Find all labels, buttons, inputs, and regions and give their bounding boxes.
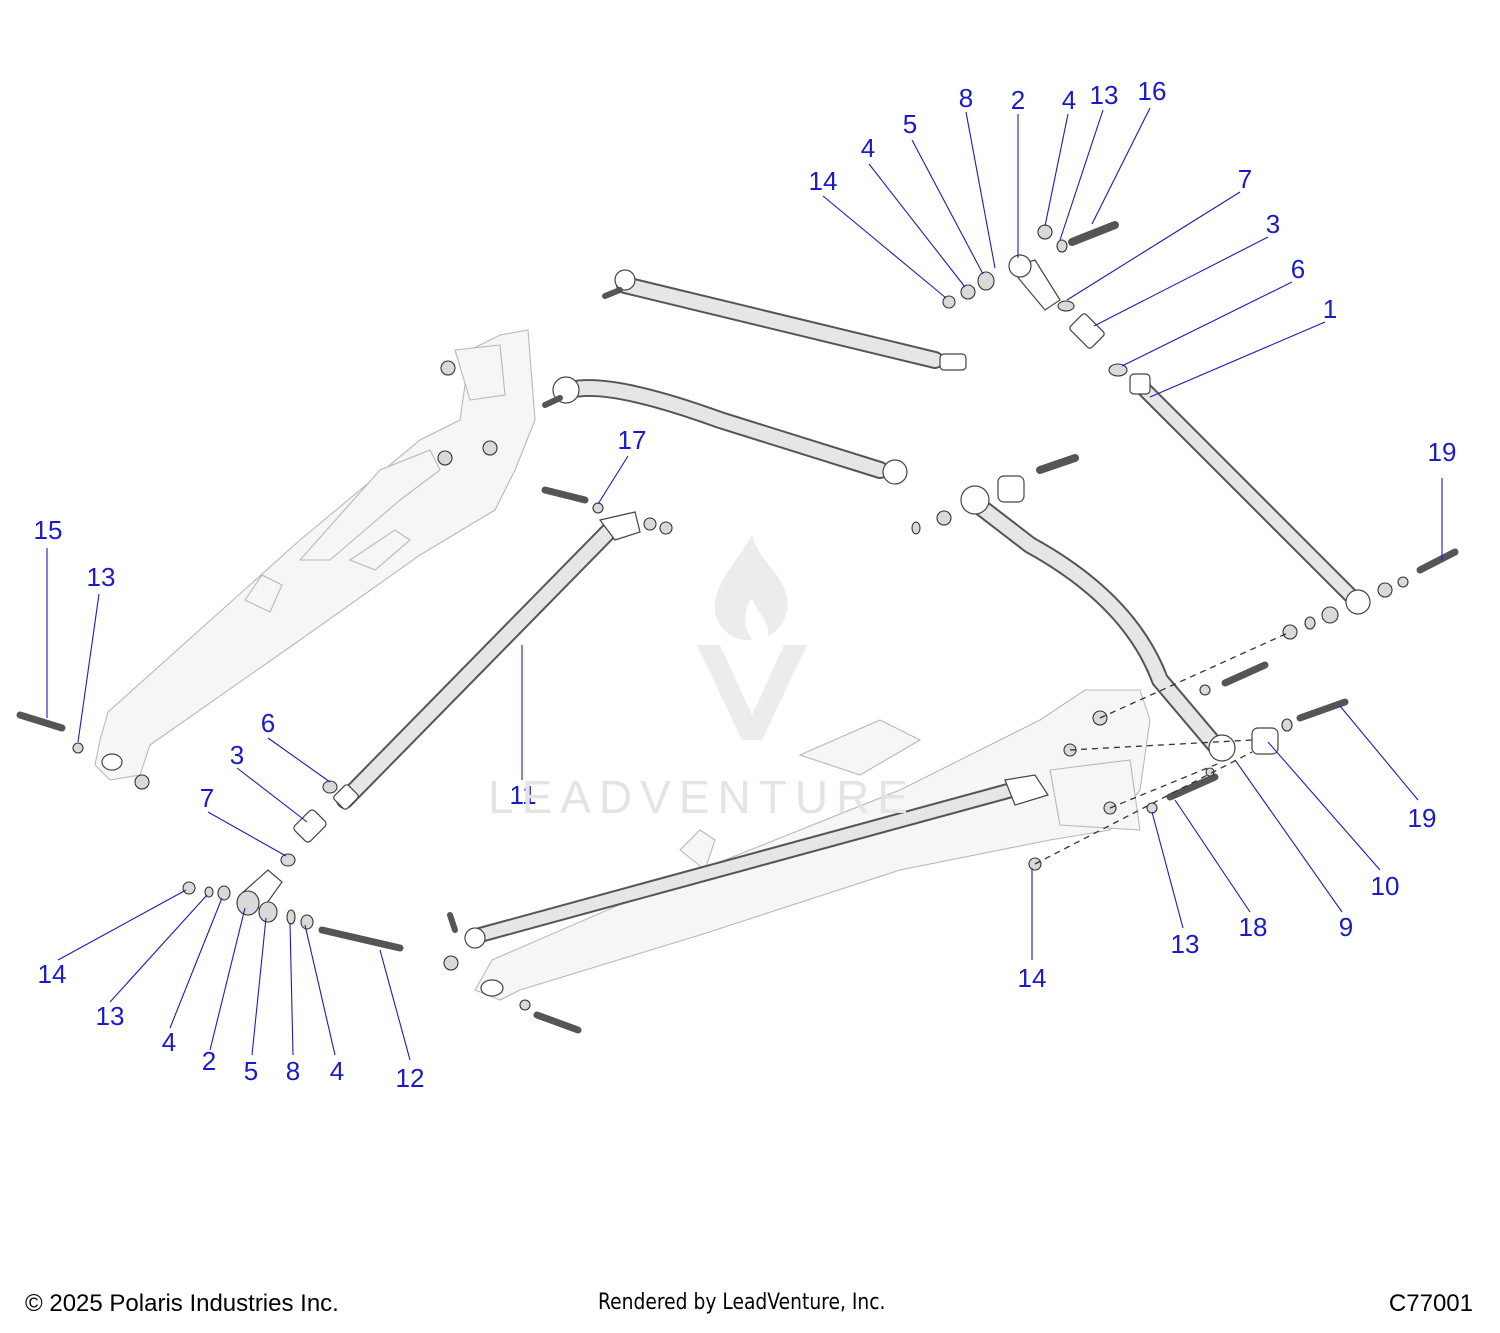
callout-14-top: 14: [809, 166, 838, 196]
callout-14-lower-right: 14: [1018, 963, 1047, 993]
callout-8-bottom: 8: [286, 1056, 300, 1086]
callout-4-bottom-left: 4: [162, 1027, 176, 1057]
callout-16: 16: [1138, 76, 1167, 106]
assembly-dashed-lines: [1034, 631, 1291, 865]
callout-6-top: 6: [1291, 254, 1305, 284]
left-hardware: [16, 360, 673, 1034]
callout-1: 1: [1323, 294, 1337, 324]
copyright-text: © 2025 Polaris Industries Inc.: [25, 1290, 339, 1317]
right-long-rod: [464, 774, 1049, 949]
callout-15: 15: [34, 515, 63, 545]
callout-7-left: 7: [200, 783, 214, 813]
callout-3-left: 3: [230, 740, 244, 770]
watermark-text: LEADVENTURE: [488, 771, 916, 823]
callouts: 8 2 4 13 16 5 4 14 7 3 6 1 17 19 15 13 6…: [34, 76, 1457, 1093]
leader-lines: [46, 107, 1443, 1061]
callout-13-left: 13: [87, 562, 116, 592]
callout-7-top: 7: [1238, 164, 1252, 194]
callout-2-bottom: 2: [202, 1046, 216, 1076]
upper-straight-link: [602, 269, 967, 371]
callout-8-top: 8: [959, 83, 973, 113]
upper-curved-link: [542, 376, 908, 485]
callout-13-lower-left: 13: [96, 1001, 125, 1031]
rod-11: [333, 511, 641, 810]
diagram-code: C77001: [1388, 1290, 1473, 1317]
mid-right-hardware: [911, 454, 1459, 871]
callout-4-top-right: 4: [1062, 85, 1076, 115]
callout-11: 11: [510, 780, 537, 810]
callout-12: 12: [396, 1063, 425, 1093]
callout-6-left: 6: [261, 708, 275, 738]
callout-19-upper: 19: [1428, 437, 1457, 467]
callout-18: 18: [1239, 912, 1268, 942]
callout-2-top: 2: [1011, 85, 1025, 115]
rod-1: [1129, 373, 1371, 615]
callout-9: 9: [1339, 912, 1353, 942]
left-trailing-arm: [94, 329, 536, 781]
callout-19-lower: 19: [1408, 803, 1437, 833]
callout-13-top: 13: [1090, 80, 1119, 110]
top-hardware-stack: [942, 221, 1128, 377]
rendered-by-text: Rendered by LeadVenture, Inc.: [598, 1290, 886, 1315]
callout-4-top-left: 4: [861, 133, 875, 163]
watermark-logo: [697, 535, 807, 740]
callout-10: 10: [1371, 871, 1400, 901]
callout-4-bottom-right: 4: [330, 1056, 344, 1086]
callout-5-bottom: 5: [244, 1056, 258, 1086]
callout-3-top: 3: [1266, 209, 1280, 239]
callout-14-lower-left: 14: [38, 959, 67, 989]
callout-5-top: 5: [903, 109, 917, 139]
callout-17: 17: [618, 425, 647, 455]
callout-13-lower-right: 13: [1171, 929, 1200, 959]
